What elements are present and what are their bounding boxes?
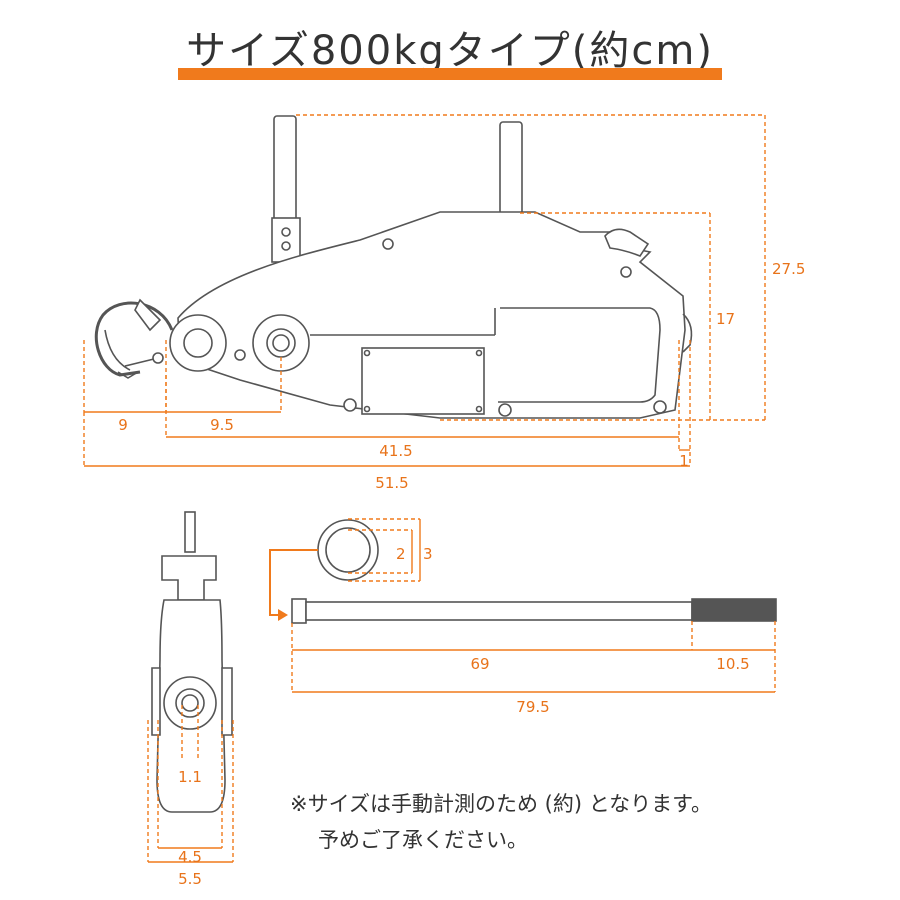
top-dimension-solid xyxy=(84,411,690,467)
top-dimension-lines xyxy=(83,114,766,466)
right-handle-post xyxy=(499,121,523,215)
note-line-1: ※サイズは手動計測のため (約) となります。 xyxy=(290,792,712,816)
hoist-front-view xyxy=(151,511,233,813)
dim-width-inner: 4.5 xyxy=(178,848,202,866)
title-underline xyxy=(178,68,722,80)
dim-shaft: 1.1 xyxy=(178,768,202,786)
ring-view xyxy=(317,519,379,581)
page-title: サイズ800kgタイプ(約cm) xyxy=(186,28,714,74)
dim-body-length: 41.5 xyxy=(379,442,412,460)
dim-hook: 9 xyxy=(118,416,128,434)
dim-end-offset: 1 xyxy=(679,452,689,470)
front-dimension-lines xyxy=(147,705,234,862)
note-line-2: 予めご了承ください。 xyxy=(318,828,528,852)
dim-height-total: 27.5 xyxy=(772,260,805,278)
name-plate xyxy=(361,347,485,415)
ring-to-pipe-arrow xyxy=(269,549,318,616)
dim-hook-to-reel: 9.5 xyxy=(210,416,234,434)
dim-handle-main: 69 xyxy=(470,655,489,673)
hoist-body xyxy=(177,211,686,419)
hook xyxy=(94,301,174,377)
arrow-head xyxy=(278,609,288,621)
left-handle-post xyxy=(273,115,297,227)
dim-height-body: 17 xyxy=(716,310,735,328)
dim-total-length: 51.5 xyxy=(375,474,408,492)
left-handle-bracket xyxy=(271,217,301,263)
handle-pipe xyxy=(291,598,777,624)
dim-ring-inner: 2 xyxy=(396,545,406,563)
dim-width-outer: 5.5 xyxy=(178,870,202,888)
front-handle-post xyxy=(184,511,196,553)
hoist-side-view xyxy=(94,115,693,419)
dim-ring-outer: 3 xyxy=(423,545,433,563)
dim-handle-grip: 10.5 xyxy=(716,655,749,673)
dim-handle-total: 79.5 xyxy=(516,698,549,716)
